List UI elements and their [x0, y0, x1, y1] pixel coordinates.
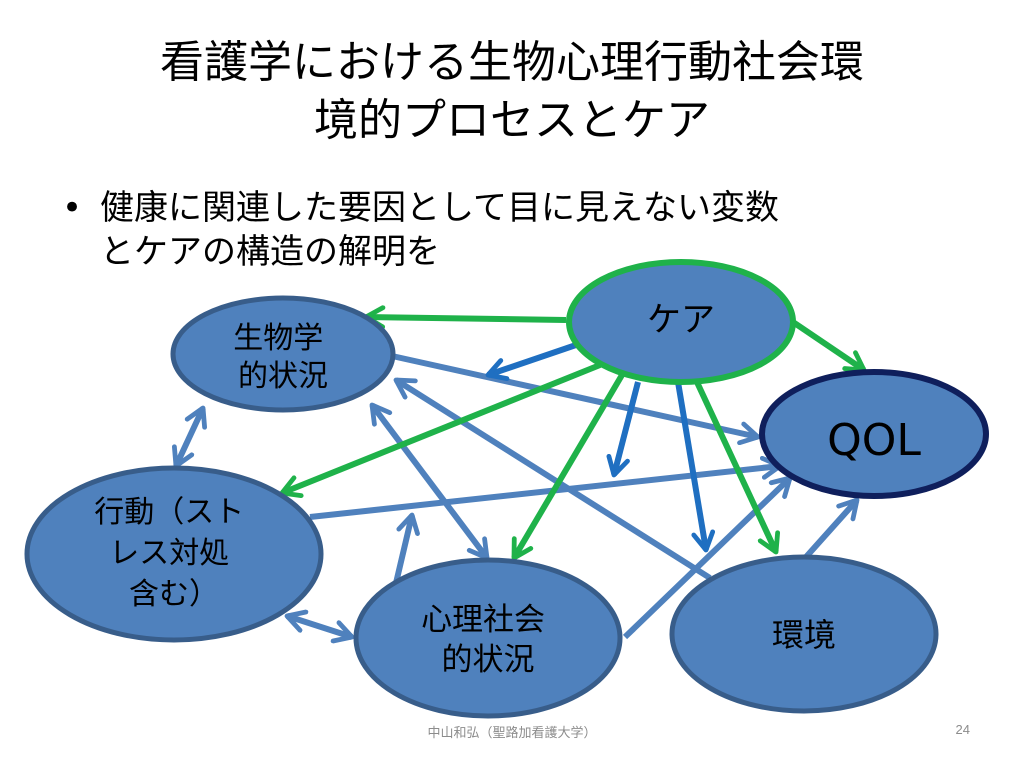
node-biological: 生物学 的状況: [170, 295, 396, 413]
slide-title: 看護学における生物心理行動社会環 境的プロセスとケア: [40, 34, 984, 150]
care-direct-arrows: [279, 305, 867, 561]
node-biological-label-line-1: 生物学: [233, 321, 323, 356]
bullet-marker: •: [62, 188, 83, 228]
node-environment: 環境: [669, 554, 939, 714]
bullet-text-line-2: とケアの構造の解明を: [100, 232, 440, 272]
node-care: ケア: [566, 259, 796, 385]
arrow-care-to-behavior: [279, 362, 602, 499]
influence-arrows: [171, 353, 860, 644]
arrow-behavior-biological: [171, 405, 208, 469]
arrow-biological-psychosocial: [369, 402, 490, 561]
slide-title-line-1: 看護学における生物心理行動社会環: [160, 37, 864, 88]
svg-text:生物学 的状況: 生物学 的状況: [233, 321, 333, 394]
svg-text:行動（スト レス対処 含む）: 行動（スト レス対処 含む）: [94, 495, 254, 612]
arrow-care-to-right-path: [675, 381, 716, 553]
arrow-environment-to-qol: [803, 497, 860, 560]
arrow-care-to-center-path: [606, 381, 641, 478]
node-behavior-label-line-1: 行動（スト: [94, 495, 244, 530]
arrow-behavior-psychosocial: [284, 609, 355, 644]
node-qol: QOL: [759, 369, 989, 499]
node-psychosocial-label-line-1: 心理社会: [421, 602, 545, 638]
arrow-biological-to-qol: [391, 353, 761, 446]
bullet-point: • 健康に関連した要因として目に見えない変数 とケアの構造の解明を: [62, 186, 972, 274]
node-biological-label-line-2: 的状況: [238, 359, 328, 394]
bullet-text: 健康に関連した要因として目に見えない変数 とケアの構造の解明を: [62, 186, 972, 274]
arrow-psychosocial-to-qol: [622, 475, 793, 640]
node-care-label: ケア: [647, 300, 715, 340]
footer-credit: 中山和弘（聖路加看護大学）: [427, 725, 597, 740]
node-behavior-label-line-2: レス対処: [109, 536, 229, 571]
node-behavior-label-line-3: 含む）: [129, 577, 219, 612]
node-qol-label: QOL: [827, 415, 921, 466]
svg-text:心理社会 的状況: 心理社会 的状況: [421, 602, 555, 678]
arrow-care-to-biological: [363, 305, 567, 330]
arrow-psychosocial-to-behavior: [393, 512, 420, 584]
node-environment-label: 環境: [772, 616, 836, 654]
slide-title-line-2: 境的プロセスとケア: [314, 95, 710, 146]
arrow-care-to-environment: [693, 378, 781, 555]
node-psychosocial: 心理社会 的状況: [353, 557, 623, 719]
arrow-environment-to-biological: [393, 377, 712, 581]
arrow-care-to-psychosocial: [511, 373, 625, 561]
bullet-text-line-1: 健康に関連した要因として目に見えない変数: [100, 188, 779, 228]
care-moderation-arrows: [485, 342, 716, 553]
arrow-care-to-qol: [788, 317, 867, 373]
node-behavior: 行動（スト レス対処 含む）: [24, 465, 324, 643]
arrow-care-to-left-path: [485, 342, 577, 382]
node-psychosocial-label-line-2: 的状況: [442, 642, 535, 678]
slide-page-number: 24: [955, 722, 970, 737]
